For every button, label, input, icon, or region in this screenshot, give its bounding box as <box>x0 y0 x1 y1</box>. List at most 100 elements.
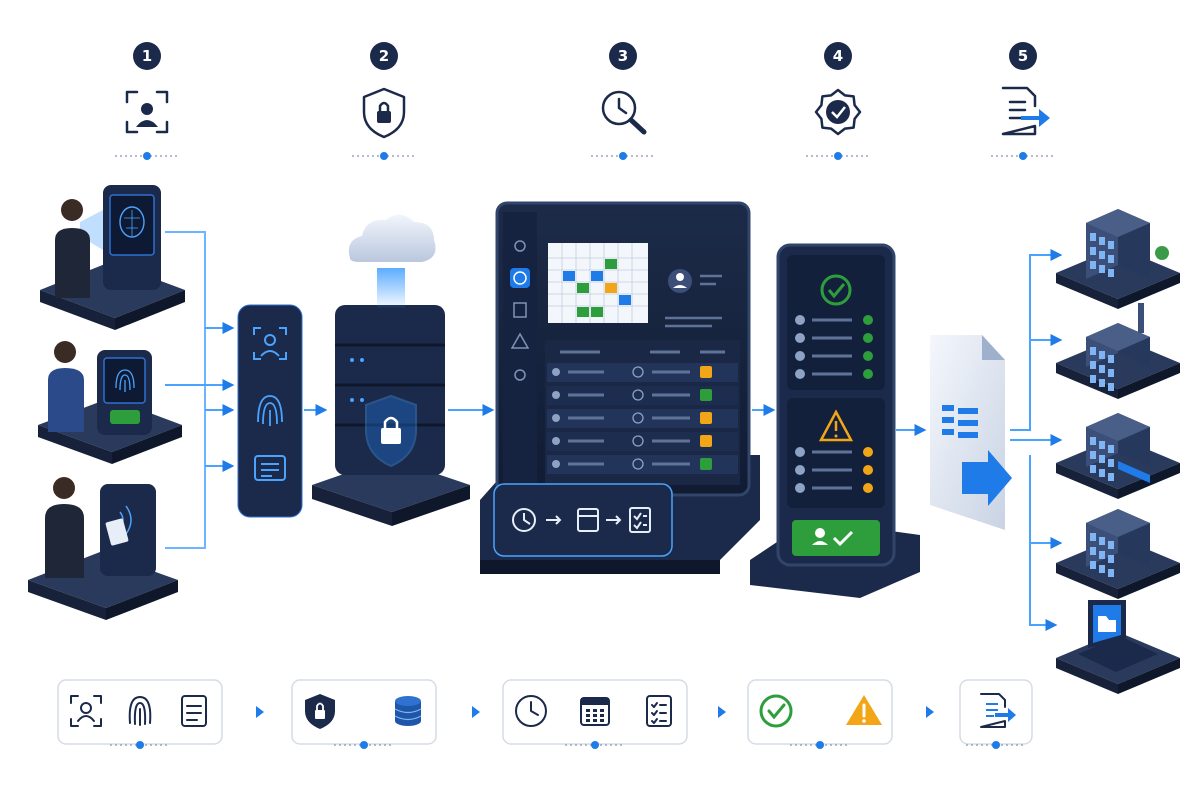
status-warning-icon <box>863 447 873 457</box>
checklist-icon <box>646 695 672 727</box>
user-icon <box>795 465 805 475</box>
clock-icon <box>632 412 644 424</box>
step-dot <box>143 152 151 160</box>
step-number-badge: 3 <box>609 42 637 70</box>
clock-icon <box>515 695 547 727</box>
folder-icon <box>1098 616 1116 632</box>
capture-device-fingerprint <box>38 341 182 464</box>
card-dot <box>816 741 824 749</box>
user-icon <box>795 315 805 325</box>
time-to-checklist-ribbon <box>493 483 673 557</box>
tree-icon <box>1155 246 1169 260</box>
step-3: 3 <box>591 42 655 160</box>
step-number: 1 <box>142 47 152 65</box>
step-dot <box>380 152 388 160</box>
status-ok-icon <box>700 389 712 401</box>
fingerprint-icon <box>128 696 152 726</box>
clock-search-icon <box>601 90 647 135</box>
user-icon <box>552 391 560 399</box>
step-5: 5 <box>991 42 1055 160</box>
calendar-icon <box>580 697 610 726</box>
validation-rows <box>795 315 873 493</box>
chevron-right-icon <box>718 706 726 718</box>
fingerprint-icon <box>115 369 135 392</box>
destination-office-building <box>1056 209 1180 309</box>
face-scan-icon <box>125 90 169 134</box>
summary-row <box>57 679 1033 749</box>
step-number-badge: 1 <box>133 42 161 70</box>
capture-device-face <box>40 185 185 330</box>
checklist-icon <box>629 507 651 533</box>
check-circle-icon <box>820 274 852 306</box>
shield-lock-icon <box>365 394 417 468</box>
clock-icon <box>632 366 644 378</box>
card-dot <box>360 741 368 749</box>
card-icon <box>254 455 286 481</box>
step-number: 5 <box>1018 47 1028 65</box>
clock-icon <box>512 508 536 532</box>
verified-badge-icon <box>814 88 862 136</box>
status-warning-icon <box>700 435 712 447</box>
destination-laptop-folder <box>1056 600 1180 694</box>
validation-row <box>795 465 873 475</box>
step-1: 1 <box>115 42 179 160</box>
calendar-icon <box>577 508 599 532</box>
summary-card-4 <box>747 679 893 749</box>
user-icon <box>795 483 805 493</box>
step-2: 2 <box>352 42 416 160</box>
input-methods-panel <box>237 304 303 518</box>
person-icon <box>45 477 84 578</box>
status-warning-icon <box>700 366 712 378</box>
capture-connectors <box>165 231 235 549</box>
database-icon <box>394 696 422 726</box>
step-number-badge: 4 <box>824 42 852 70</box>
capture-device-card-reader <box>28 477 178 620</box>
step-number: 3 <box>618 47 628 65</box>
document-export-icon <box>980 693 1016 728</box>
table-row <box>547 386 738 405</box>
user-icon <box>795 369 805 379</box>
status-ok-icon <box>863 351 873 361</box>
table-row <box>547 455 738 474</box>
shield-lock-icon <box>362 87 406 139</box>
approve-employee-button[interactable] <box>792 520 880 556</box>
validation-row <box>795 315 873 325</box>
table-row <box>547 409 738 428</box>
step-dot <box>619 152 627 160</box>
validation-row <box>795 333 873 343</box>
destination-connectors <box>1010 249 1063 631</box>
summary-card-3 <box>502 679 688 749</box>
user-icon <box>795 351 805 361</box>
validation-row <box>795 369 873 379</box>
warning-icon <box>818 409 854 442</box>
calendar-grid <box>548 243 648 323</box>
step-4: 4 <box>806 42 870 160</box>
chevron-right-icon <box>472 706 480 718</box>
summary-card-1 <box>57 679 223 749</box>
validation-row <box>795 483 873 493</box>
validation-panel <box>750 243 920 598</box>
check-circle-icon <box>759 694 793 728</box>
step-number-badge: 5 <box>1009 42 1037 70</box>
step-number: 4 <box>833 47 843 65</box>
user-icon <box>552 460 560 468</box>
chevron-right-icon <box>256 706 264 718</box>
step-dot <box>834 152 842 160</box>
user-icon <box>795 333 805 343</box>
summary-card-5 <box>959 679 1033 749</box>
status-ok-icon <box>863 315 873 325</box>
status-warning-icon <box>700 412 712 424</box>
card-dot <box>136 741 144 749</box>
sidebar-icons <box>510 240 530 381</box>
warning-icon <box>846 695 882 725</box>
destination-branch-office <box>1056 509 1180 599</box>
attendance-table <box>545 340 740 485</box>
table-row <box>547 432 738 451</box>
cloud-icon <box>348 214 436 262</box>
user-icon <box>552 437 560 445</box>
shield-lock-icon <box>305 694 335 729</box>
clock-icon <box>632 435 644 447</box>
validation-row <box>795 351 873 361</box>
